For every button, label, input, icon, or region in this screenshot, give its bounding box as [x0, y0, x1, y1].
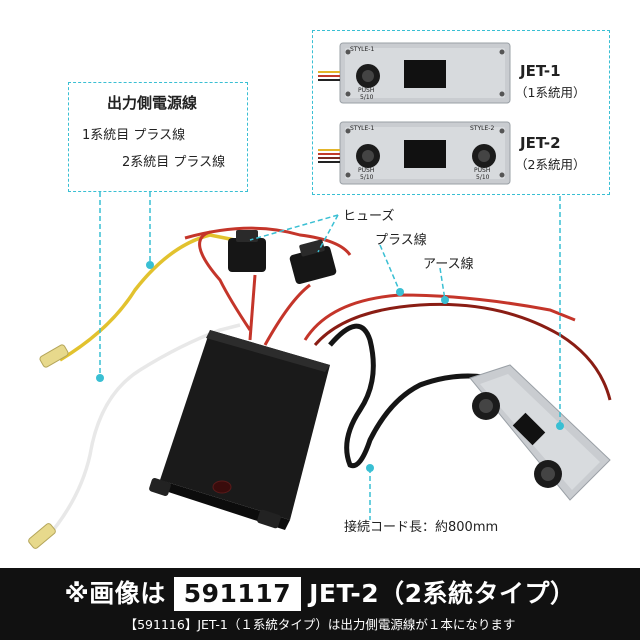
jet-2-panel — [318, 121, 511, 185]
jet1-style1-caption: STYLE-1 — [350, 46, 375, 53]
yellow-wire — [59, 233, 236, 362]
jet2-style2-caption: STYLE-2 — [470, 125, 495, 132]
jet1-push-caption: PUSH — [358, 87, 375, 94]
jet2-push1-caption: PUSH — [358, 167, 375, 174]
callout-dots — [96, 261, 564, 472]
bottom-banner — [0, 568, 640, 640]
red-wire-fuse — [184, 226, 352, 256]
jet2-ratio2-caption: 5/10 — [476, 174, 490, 181]
yellow-connector — [39, 344, 69, 368]
cord-length-label: 接続コード長：約800mm — [344, 520, 499, 535]
jet2-ratio1-caption: 5/10 — [360, 174, 374, 181]
controller-unit — [469, 364, 611, 501]
jet1-desc: （1系統用） — [515, 85, 586, 100]
banner-model-number: 591117 — [173, 577, 302, 611]
jet2-push2-caption: PUSH — [474, 167, 491, 174]
output-wire-title: 出力側電源線 — [107, 94, 198, 112]
banner-suffix: JET-2（2系統タイプ） — [309, 579, 576, 608]
jet1-name: JET-1 — [520, 62, 561, 80]
red-wire-1 — [198, 230, 252, 331]
jet-1-panel — [318, 42, 511, 104]
line2-plus-label: 2系統目 プラス線 — [122, 155, 226, 170]
banner-note: 【591116】JET-1（１系統タイプ）は出力側電源線が１本になります — [124, 617, 516, 632]
jet2-style1-caption: STYLE-1 — [350, 125, 375, 132]
control-box — [149, 330, 330, 530]
line1-plus-label: 1系統目 プラス線 — [82, 128, 186, 143]
connection-cord — [328, 323, 501, 469]
earth-wire-label: アース線 — [423, 257, 474, 272]
banner-prefix: ※画像は — [64, 579, 166, 608]
fuse-label: ヒューズ — [343, 209, 395, 224]
plus-wire-label: プラス線 — [375, 233, 427, 248]
jet2-desc: （2系統用） — [515, 157, 586, 172]
fuse-holder-right — [289, 239, 337, 285]
earth-wire — [313, 302, 612, 401]
white-wire — [43, 323, 241, 542]
output-callout-box — [68, 82, 248, 192]
jet2-name: JET-2 — [520, 134, 561, 152]
controller-callout-box — [312, 30, 610, 195]
jet1-ratio-caption: 5/10 — [360, 94, 374, 101]
white-connector — [28, 523, 56, 549]
callout-lines — [99, 192, 561, 520]
plus-wire — [303, 293, 576, 341]
